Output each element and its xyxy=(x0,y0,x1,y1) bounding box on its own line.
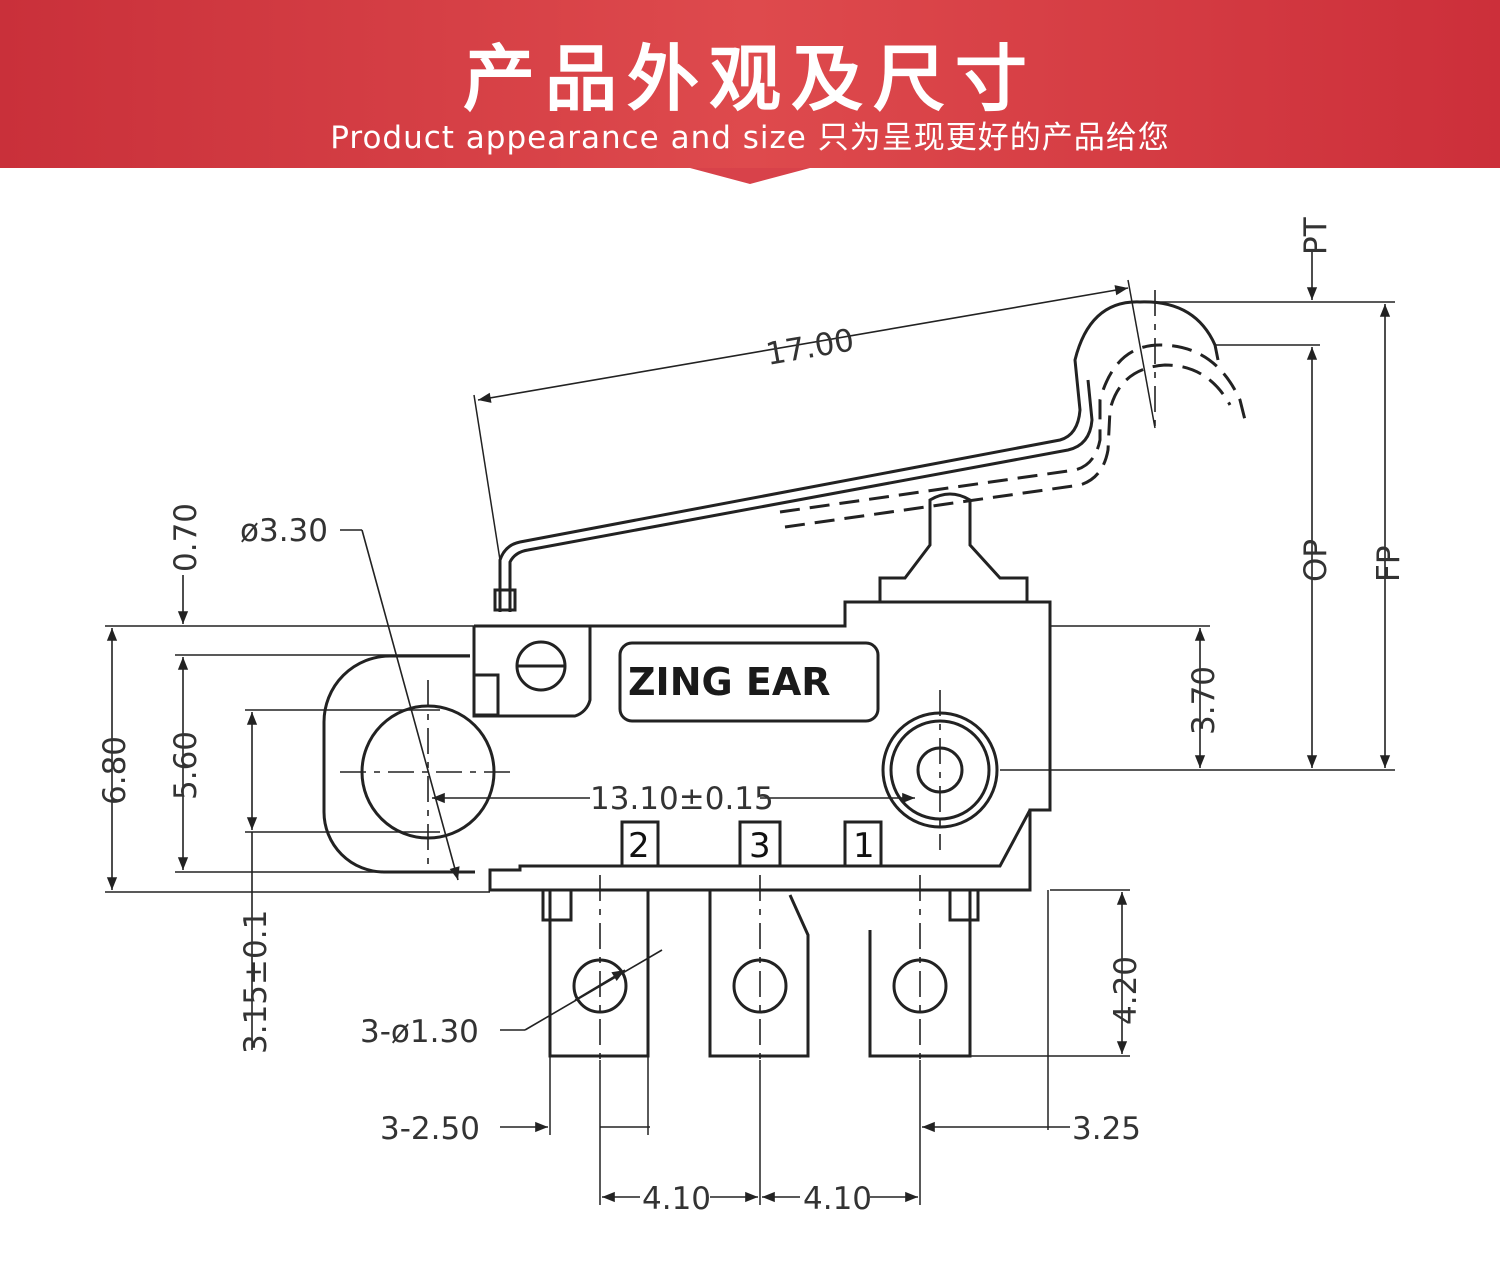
pin-label-1: 1 xyxy=(853,826,875,866)
body-left-edge xyxy=(472,626,592,718)
plunger xyxy=(878,492,1029,602)
screw-icon xyxy=(515,640,567,692)
mount-ear xyxy=(322,654,475,874)
body-tab xyxy=(472,673,500,717)
dim-inner-height: 5.60 xyxy=(168,731,204,800)
brand-label: ZING EAR xyxy=(628,660,831,704)
terminal-left xyxy=(548,890,650,1058)
dim-terminal-length: 4.20 xyxy=(1108,956,1144,1025)
dim-fp: FP xyxy=(1371,545,1407,582)
actuator-lever xyxy=(498,300,1220,612)
dim-pitch-right: 4.10 xyxy=(803,1181,872,1217)
dim-body-height: 6.80 xyxy=(97,736,133,805)
banner-notch xyxy=(690,168,810,184)
terminal-middle xyxy=(708,890,810,1058)
page-subtitle: Product appearance and size 只为呈现更好的产品给您 xyxy=(330,120,1170,156)
pin-label-2: 2 xyxy=(628,826,650,866)
dim-terminal-holes: 3-ø1.30 xyxy=(360,1014,479,1050)
dim-mount-hole: ø3.30 xyxy=(240,513,328,549)
dim-top-offset: 0.70 xyxy=(168,503,204,572)
dim-hole-offset: 3.15±0.1 xyxy=(238,910,274,1054)
dim-edge-offset: 3.25 xyxy=(1072,1111,1141,1147)
switch-body xyxy=(474,600,1052,892)
page-title: 产品外观及尺寸 xyxy=(462,37,1037,121)
dim-pt: PT xyxy=(1298,216,1334,255)
dim-terminal-width: 3-2.50 xyxy=(380,1111,480,1147)
dim-right-height: 3.70 xyxy=(1186,666,1222,735)
dim-hole-spacing: 13.10±0.15 xyxy=(590,781,774,817)
header-banner: 产品外观及尺寸 Product appearance and size 只为呈现… xyxy=(0,0,1500,168)
brand-plate xyxy=(618,641,880,723)
dim-op: OP xyxy=(1298,539,1334,582)
pin-label-3: 3 xyxy=(749,826,771,866)
dim-pitch-left: 4.10 xyxy=(642,1181,711,1217)
dim-lever-length: 17.00 xyxy=(763,322,857,373)
